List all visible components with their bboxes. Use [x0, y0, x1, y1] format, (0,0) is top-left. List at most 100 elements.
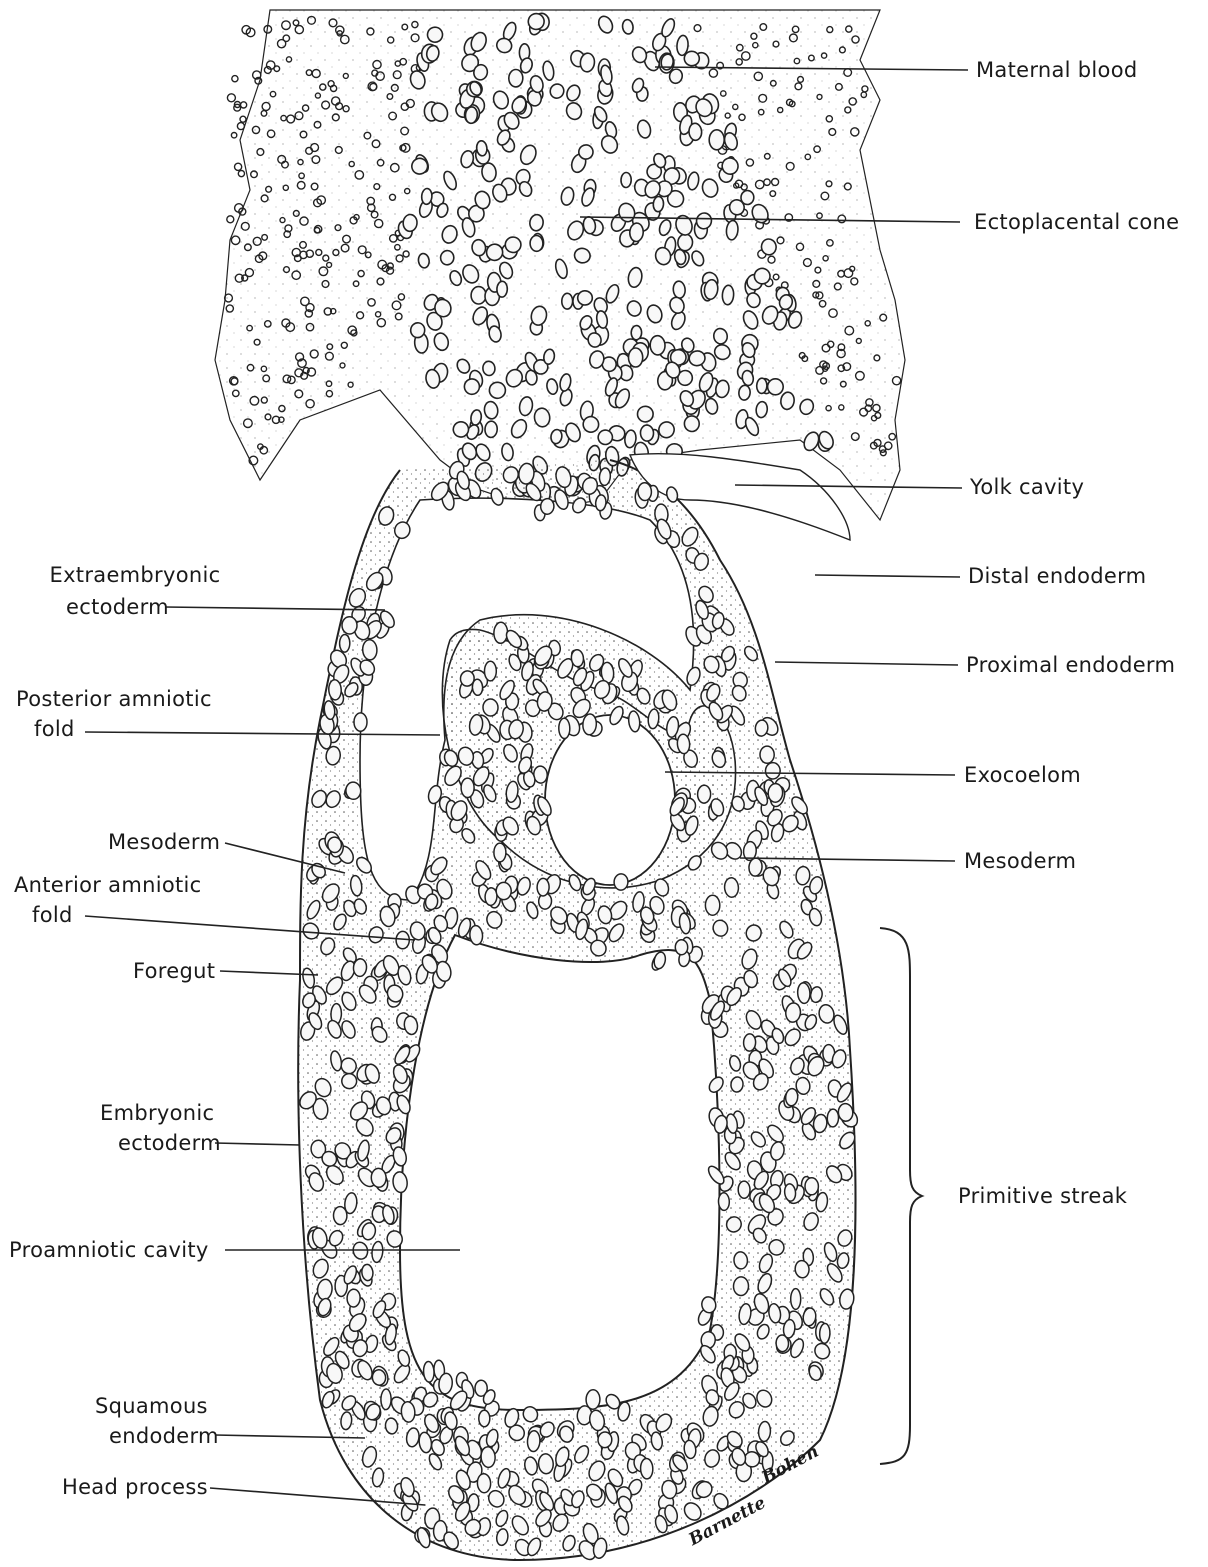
- label-mesoderm-left: Mesoderm: [108, 829, 220, 856]
- cell-nucleus: [758, 1421, 771, 1442]
- cell-nucleus: [371, 1168, 387, 1188]
- cell-nucleus: [440, 250, 455, 266]
- cell-nucleus: [650, 335, 665, 355]
- cell-nucleus: [328, 679, 341, 700]
- cell-nucleus: [485, 421, 498, 438]
- cell-nucleus: [342, 617, 358, 635]
- cell-nucleus: [497, 281, 508, 297]
- label-embryonic-ectoderm-line2: ectoderm: [118, 1130, 221, 1157]
- cell-nucleus: [738, 1181, 750, 1198]
- label-exocoelom: Exocoelom: [964, 762, 1081, 789]
- label-extraembryonic-ectoderm-line1: Extraembryonic: [40, 562, 230, 589]
- cell-nucleus: [677, 233, 693, 251]
- cell-nucleus: [496, 882, 512, 900]
- cell-nucleus: [530, 235, 543, 251]
- cell-nucleus: [494, 843, 506, 862]
- primitive-streak-bracket: [880, 928, 922, 1464]
- label-ectoplacental-cone: Ectoplacental cone: [974, 209, 1179, 236]
- cell-nucleus: [479, 1410, 490, 1426]
- label-squamous-endoderm-line2: endoderm: [109, 1423, 219, 1450]
- cell-nucleus: [333, 1206, 347, 1224]
- blood-cell: [240, 116, 246, 122]
- cell-nucleus: [768, 783, 783, 802]
- cell-nucleus: [756, 378, 767, 394]
- cell-nucleus: [738, 385, 751, 401]
- label-anterior-amniotic-fold-line2: fold: [32, 902, 73, 929]
- cell-nucleus: [489, 382, 506, 399]
- cell-nucleus: [733, 1277, 749, 1296]
- cell-nucleus: [540, 498, 554, 514]
- cell-nucleus: [483, 699, 499, 717]
- label-head-process: Head process: [62, 1474, 208, 1501]
- cell-nucleus: [688, 123, 702, 141]
- label-anterior-amniotic-fold-line1: Anterior amniotic: [14, 872, 202, 899]
- cell-nucleus: [538, 1453, 554, 1474]
- label-extraembryonic-ectoderm-line2: ectoderm: [66, 594, 169, 621]
- blood-cell: [227, 94, 235, 102]
- label-mesoderm-right: Mesoderm: [964, 848, 1076, 875]
- label-squamous-endoderm-line1: Squamous: [95, 1393, 208, 1420]
- cell-nucleus: [765, 762, 780, 779]
- cell-nucleus: [638, 482, 652, 500]
- cell-nucleus: [505, 236, 522, 253]
- cell-nucleus: [381, 1389, 392, 1410]
- cell-nucleus: [461, 778, 474, 797]
- cell-nucleus: [571, 649, 584, 667]
- label-posterior-amniotic-fold-line2: fold: [34, 716, 75, 743]
- proamniotic-cavity-shape: [400, 935, 719, 1410]
- cell-nucleus: [760, 746, 774, 763]
- cell-nucleus: [480, 1446, 495, 1468]
- cell-nucleus: [345, 782, 361, 800]
- label-foregut: Foregut: [133, 958, 215, 985]
- cell-nucleus: [465, 106, 478, 123]
- leader-proximal-endoderm: [775, 662, 958, 665]
- blood-cell: [241, 102, 247, 108]
- cell-nucleus: [684, 416, 700, 432]
- cell-nucleus: [629, 223, 644, 242]
- cell-nucleus: [805, 1178, 818, 1195]
- cell-nucleus: [614, 874, 628, 891]
- cell-nucleus: [328, 837, 342, 853]
- cell-nucleus: [733, 1251, 748, 1269]
- cell-nucleus: [653, 196, 664, 212]
- blood-cell: [232, 76, 238, 82]
- cell-nucleus: [705, 895, 719, 915]
- cell-nucleus: [819, 1323, 830, 1343]
- blood-cell: [237, 123, 244, 130]
- leader-distal-endoderm: [815, 575, 960, 577]
- cell-nucleus: [640, 425, 654, 442]
- label-proximal-endoderm: Proximal endoderm: [966, 652, 1175, 679]
- cell-nucleus: [598, 1432, 613, 1448]
- label-yolk-cavity: Yolk cavity: [970, 474, 1084, 501]
- blood-cell: [231, 133, 236, 138]
- cell-nucleus: [509, 69, 523, 87]
- blood-cell: [227, 216, 234, 223]
- cell-nucleus: [562, 293, 573, 309]
- cell-nucleus: [354, 713, 367, 731]
- cell-nucleus: [537, 878, 549, 896]
- cell-nucleus: [673, 281, 686, 299]
- exocoelom-cavity: [545, 715, 675, 885]
- cell-nucleus: [477, 1473, 491, 1493]
- label-embryonic-ectoderm-line1: Embryonic: [100, 1100, 214, 1127]
- cell-nucleus: [838, 1103, 854, 1122]
- cell-nucleus: [577, 290, 593, 305]
- cell-nucleus: [677, 734, 691, 754]
- cell-nucleus: [718, 1193, 729, 1211]
- cell-nucleus: [494, 622, 508, 643]
- cell-nucleus: [629, 348, 643, 367]
- cell-nucleus: [697, 785, 711, 803]
- label-posterior-amniotic-fold-line1: Posterior amniotic: [16, 686, 212, 713]
- label-primitive-streak: Primitive streak: [958, 1183, 1127, 1210]
- cell-nucleus: [421, 188, 432, 204]
- cell-nucleus: [464, 379, 480, 395]
- label-proamniotic-cavity: Proamniotic cavity: [9, 1237, 209, 1264]
- cell-nucleus: [471, 286, 487, 304]
- cell-nucleus: [640, 1458, 653, 1479]
- cell-nucleus: [403, 214, 418, 232]
- cell-nucleus: [362, 639, 377, 660]
- cell-nucleus: [743, 1034, 756, 1052]
- cell-nucleus: [675, 940, 688, 955]
- cell-nucleus: [722, 285, 735, 305]
- cell-nucleus: [791, 1289, 801, 1310]
